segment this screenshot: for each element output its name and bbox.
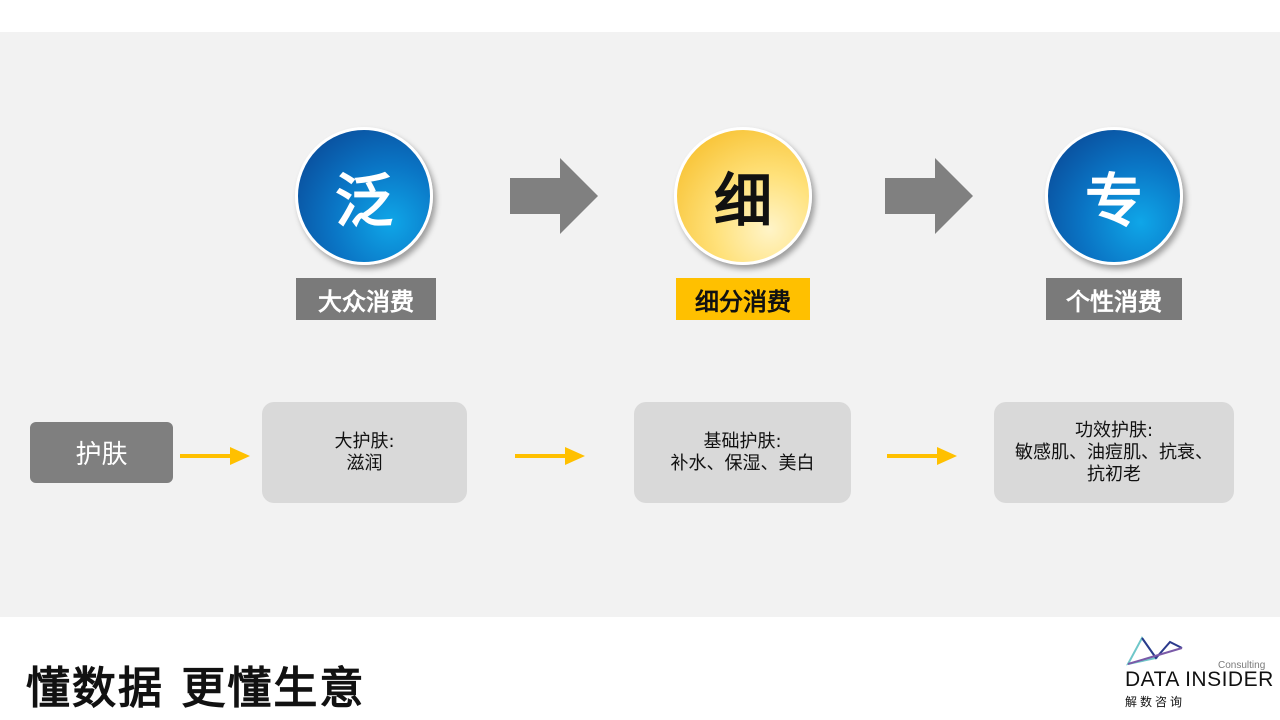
skincare-start-box: 护肤 (30, 422, 173, 483)
small-arrow-right-3 (887, 447, 957, 465)
stage-label-segmented: 细分消费 (676, 278, 810, 320)
stage-label-text: 大众消费 (318, 287, 414, 316)
stage-label-text: 个性消费 (1066, 287, 1162, 316)
logo-mark-icon (1126, 636, 1183, 666)
small-arrow-right-1 (180, 447, 250, 465)
big-arrow-right-1 (510, 158, 598, 234)
start-label: 护肤 (75, 440, 128, 470)
stage-label-mass: 大众消费 (296, 278, 436, 320)
info-box-functional-skincare: 功效护肤: 敏感肌、油痘肌、抗衰、 抗初老 (994, 402, 1234, 503)
big-arrow-right-2 (885, 158, 973, 234)
box-line: 基础护肤: (703, 430, 782, 452)
stage-label-text: 细分消费 (695, 287, 791, 316)
data-insider-logo: Consulting DATA INSIDER 解数咨询 (1124, 632, 1273, 712)
info-box-basic-skincare: 基础护肤: 补水、保湿、美白 (634, 402, 851, 503)
stage-char: 泛 (334, 167, 393, 235)
stage-circle-zhuan: 专 (1045, 127, 1183, 265)
box-line: 抗初老 (1087, 463, 1141, 485)
box-line: 敏感肌、油痘肌、抗衰、 (1015, 441, 1213, 463)
logo-chinese-name: 解数咨询 (1125, 695, 1186, 709)
footer-slogan: 懂数据 更懂生意 (26, 663, 366, 714)
info-box-broad-skincare: 大护肤: 滋润 (262, 402, 467, 503)
diagram-panel (0, 32, 1280, 617)
box-line: 功效护肤: (1074, 419, 1154, 441)
logo-consulting: Consulting (1218, 660, 1266, 671)
stage-circle-xi: 细 (674, 127, 812, 265)
stage-circle-fan: 泛 (295, 127, 433, 265)
box-line: 大护肤: (334, 430, 395, 452)
stage-char: 专 (1084, 167, 1143, 235)
box-line: 滋润 (346, 452, 383, 474)
stage-char: 细 (713, 167, 772, 235)
logo-name: DATA INSIDER (1125, 668, 1274, 691)
small-arrow-right-2 (515, 447, 585, 465)
stage-label-personalized: 个性消费 (1046, 278, 1182, 320)
box-line: 补水、保湿、美白 (670, 452, 815, 474)
